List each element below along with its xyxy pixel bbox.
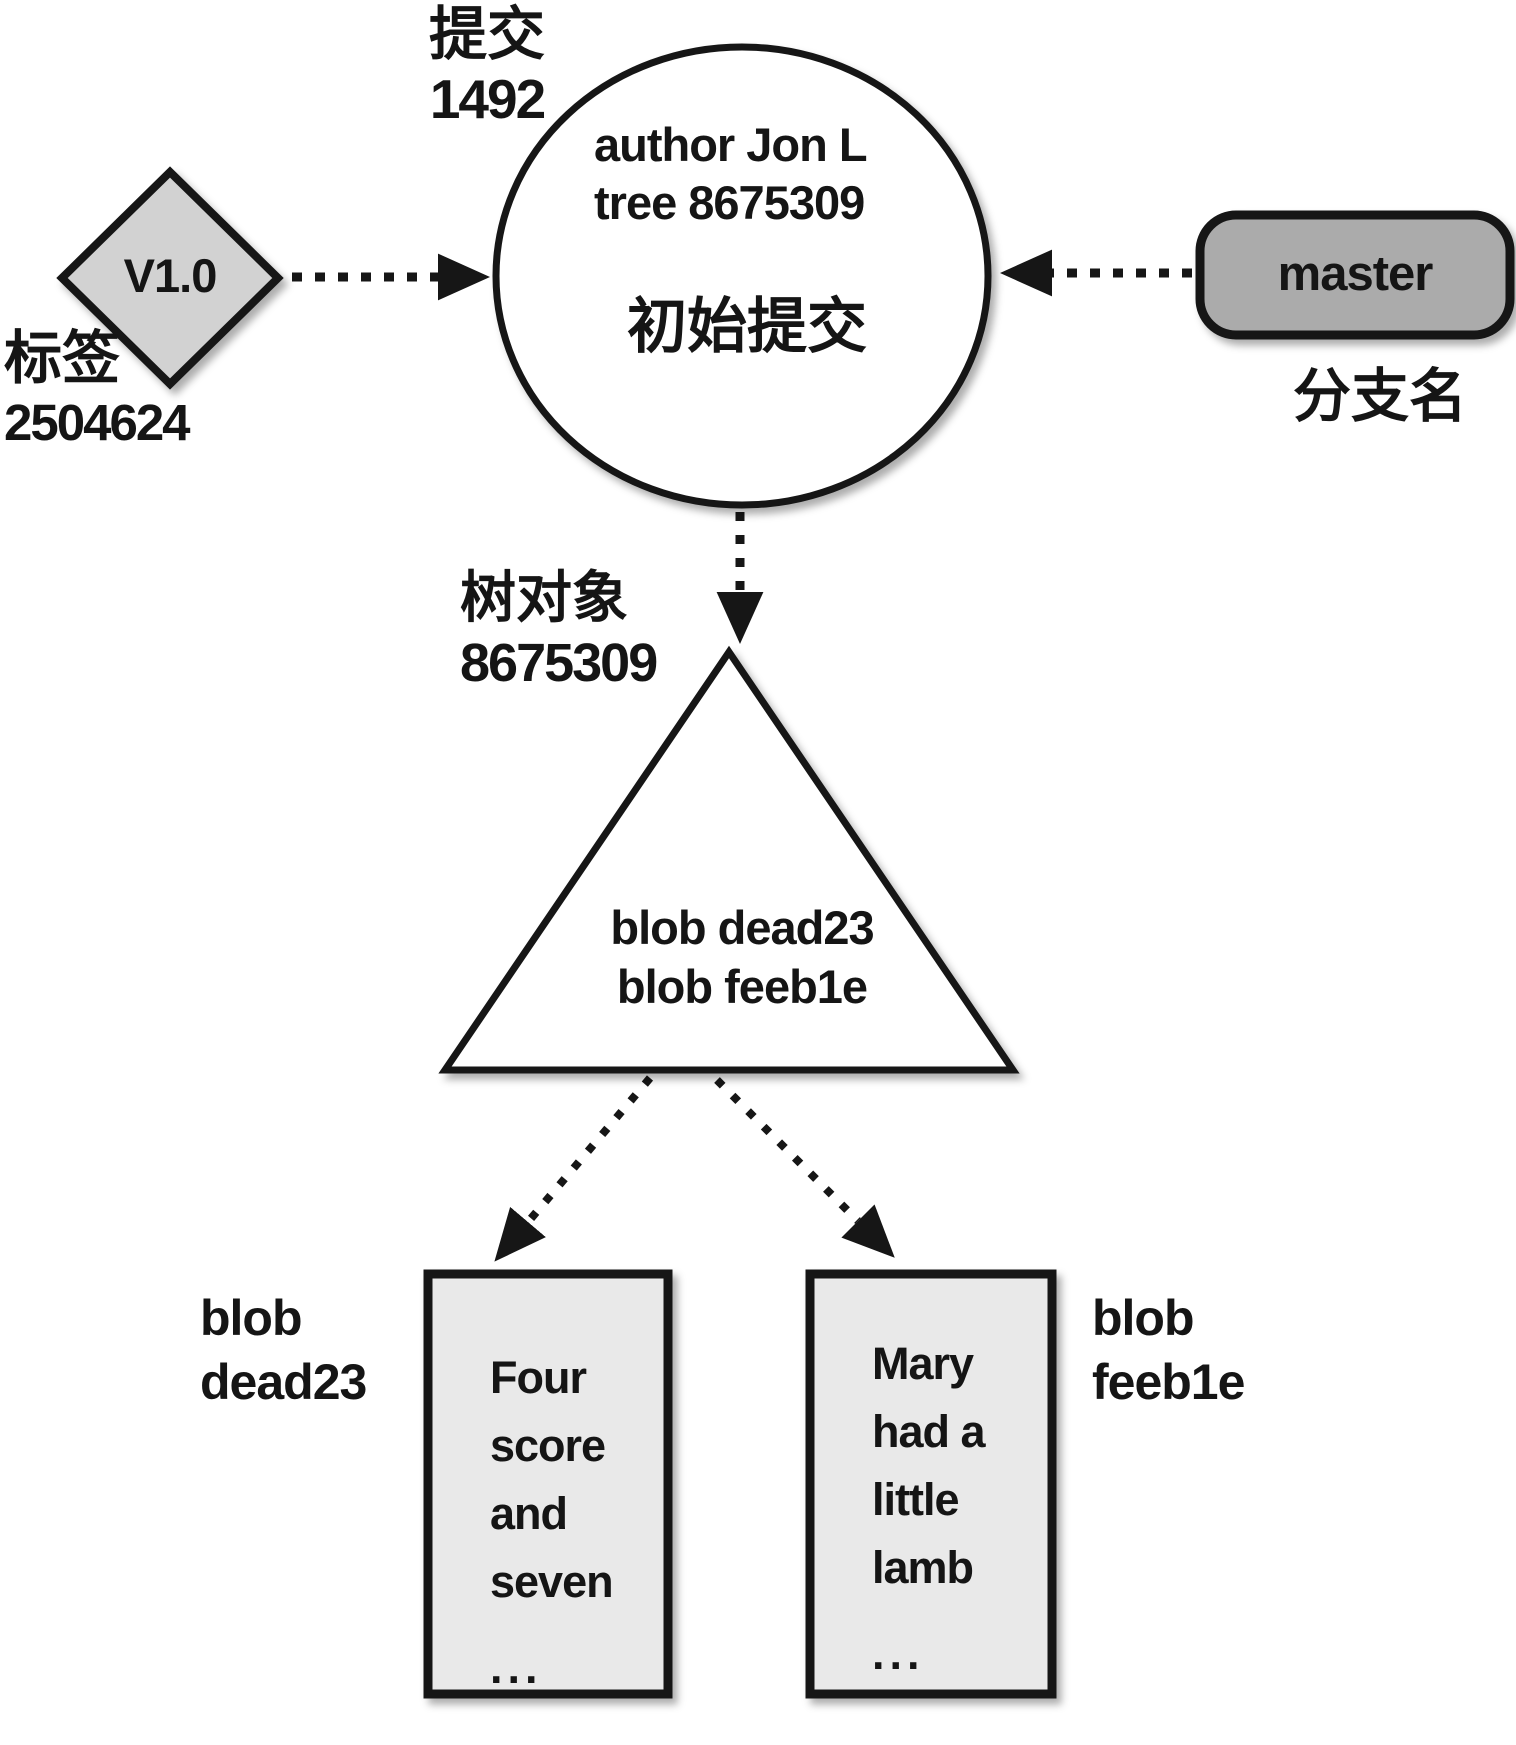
branch-label: 分支名 xyxy=(1292,364,1467,429)
blob-right-label-line1: blob xyxy=(1092,1290,1195,1346)
tag-id: 2504624 xyxy=(4,394,191,451)
commit-title: 初始提交 xyxy=(627,294,867,360)
tag-label: 标签 2504624 xyxy=(4,326,191,454)
blob-left-word: and xyxy=(490,1488,568,1539)
commit-node-circle xyxy=(492,43,992,509)
tree-id: 8675309 xyxy=(460,633,658,693)
tree-label: 树对象 8675309 xyxy=(460,566,658,694)
tree-blob-entry-2: blob feeb1e xyxy=(616,960,868,1013)
branch-node-rect xyxy=(1195,210,1515,340)
blob-right-word: little xyxy=(872,1474,960,1525)
blob-right-label: blob feeb1e xyxy=(1092,1286,1245,1414)
blob-left-word: score xyxy=(490,1420,606,1471)
tag-node-diamond xyxy=(56,166,284,390)
tree-blob-entry-1: blob dead23 xyxy=(610,901,874,954)
tag-label-zh: 标签 xyxy=(4,326,121,391)
blob-left-rect xyxy=(423,1269,673,1699)
commit-metadata: author Jon L tree 8675309 xyxy=(594,116,868,232)
blob-left-ellipsis: ... xyxy=(490,1642,543,1693)
blob-left-label: blob dead23 xyxy=(200,1286,367,1414)
blob-left-label-line2: dead23 xyxy=(200,1354,367,1410)
commit-id: 1492 xyxy=(429,68,546,130)
tree-contents: blob dead23 blob feeb1e xyxy=(557,898,927,1016)
branch-node-label: master xyxy=(1277,247,1434,301)
tree-to-blob-right-arrow xyxy=(714,1077,895,1258)
blob-left-word: seven xyxy=(490,1556,614,1607)
blob-right-word: lamb xyxy=(872,1542,974,1593)
blob-right-content: Mary had a little lamb ... xyxy=(872,1330,986,1688)
blob-left-word: Four xyxy=(490,1352,587,1403)
tree-to-blob-left-arrow xyxy=(494,1075,654,1262)
blob-right-word: Mary xyxy=(872,1338,974,1389)
blob-left-label-line1: blob xyxy=(200,1290,303,1346)
commit-author-line: author Jon L xyxy=(594,118,868,171)
blob-right-ellipsis: ... xyxy=(872,1628,925,1679)
commit-label-zh: 提交 xyxy=(428,2,545,67)
blob-left-content: Four score and seven ... xyxy=(490,1344,614,1702)
blob-right-label-line2: feeb1e xyxy=(1092,1354,1245,1410)
commit-tree-line: tree 8675309 xyxy=(594,176,865,229)
blob-right-word: had a xyxy=(872,1406,986,1457)
tag-node-label: V1.0 xyxy=(123,249,218,302)
tree-node-triangle xyxy=(438,645,1020,1074)
blob-right-rect xyxy=(805,1269,1057,1699)
tree-label-zh: 树对象 xyxy=(460,568,628,630)
commit-label: 提交 1492 xyxy=(362,2,612,130)
